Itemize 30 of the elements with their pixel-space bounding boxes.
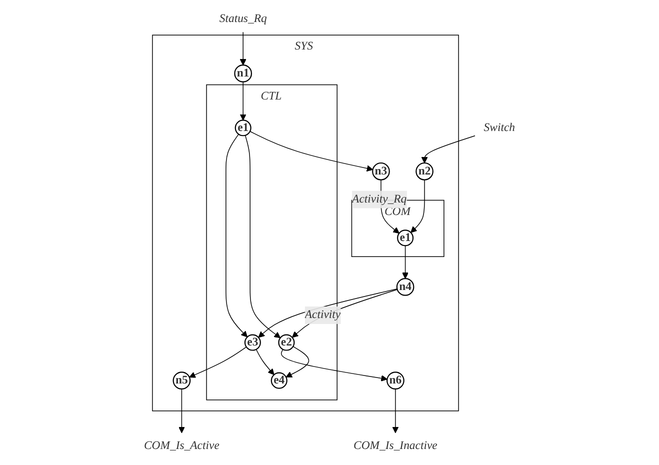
node-circle: n1 <box>234 64 252 82</box>
arrow <box>256 349 274 376</box>
arrow <box>178 388 185 434</box>
node-circle: n2 <box>416 162 434 180</box>
node-text: Switch <box>484 121 515 134</box>
arrow <box>258 288 398 338</box>
arrow <box>392 388 399 434</box>
node-text: COM_Is_Inactive <box>354 439 438 452</box>
arrow <box>250 131 374 172</box>
node-circle: e1 <box>397 230 414 246</box>
arrow <box>421 135 476 164</box>
arrow <box>410 179 425 233</box>
arrow <box>244 134 281 338</box>
node-circle: n4 <box>396 278 414 296</box>
arrow <box>286 346 310 378</box>
arrow <box>402 245 409 279</box>
arrow <box>226 134 248 338</box>
node-circle: n3 <box>372 162 390 180</box>
arrow <box>189 346 247 378</box>
arrow <box>280 349 388 382</box>
node-text: Status_Rq <box>219 12 267 25</box>
node-circle: e3 <box>244 334 261 351</box>
arrow <box>240 81 246 120</box>
node-circle: n5 <box>172 372 191 390</box>
node-text: COM_Is_Active <box>144 439 220 452</box>
node-circle: e1 <box>234 120 252 136</box>
node-circle: e2 <box>278 334 295 351</box>
node-circle: n6 <box>386 372 404 390</box>
node-circle: e4 <box>270 372 288 389</box>
arrow <box>240 32 246 66</box>
